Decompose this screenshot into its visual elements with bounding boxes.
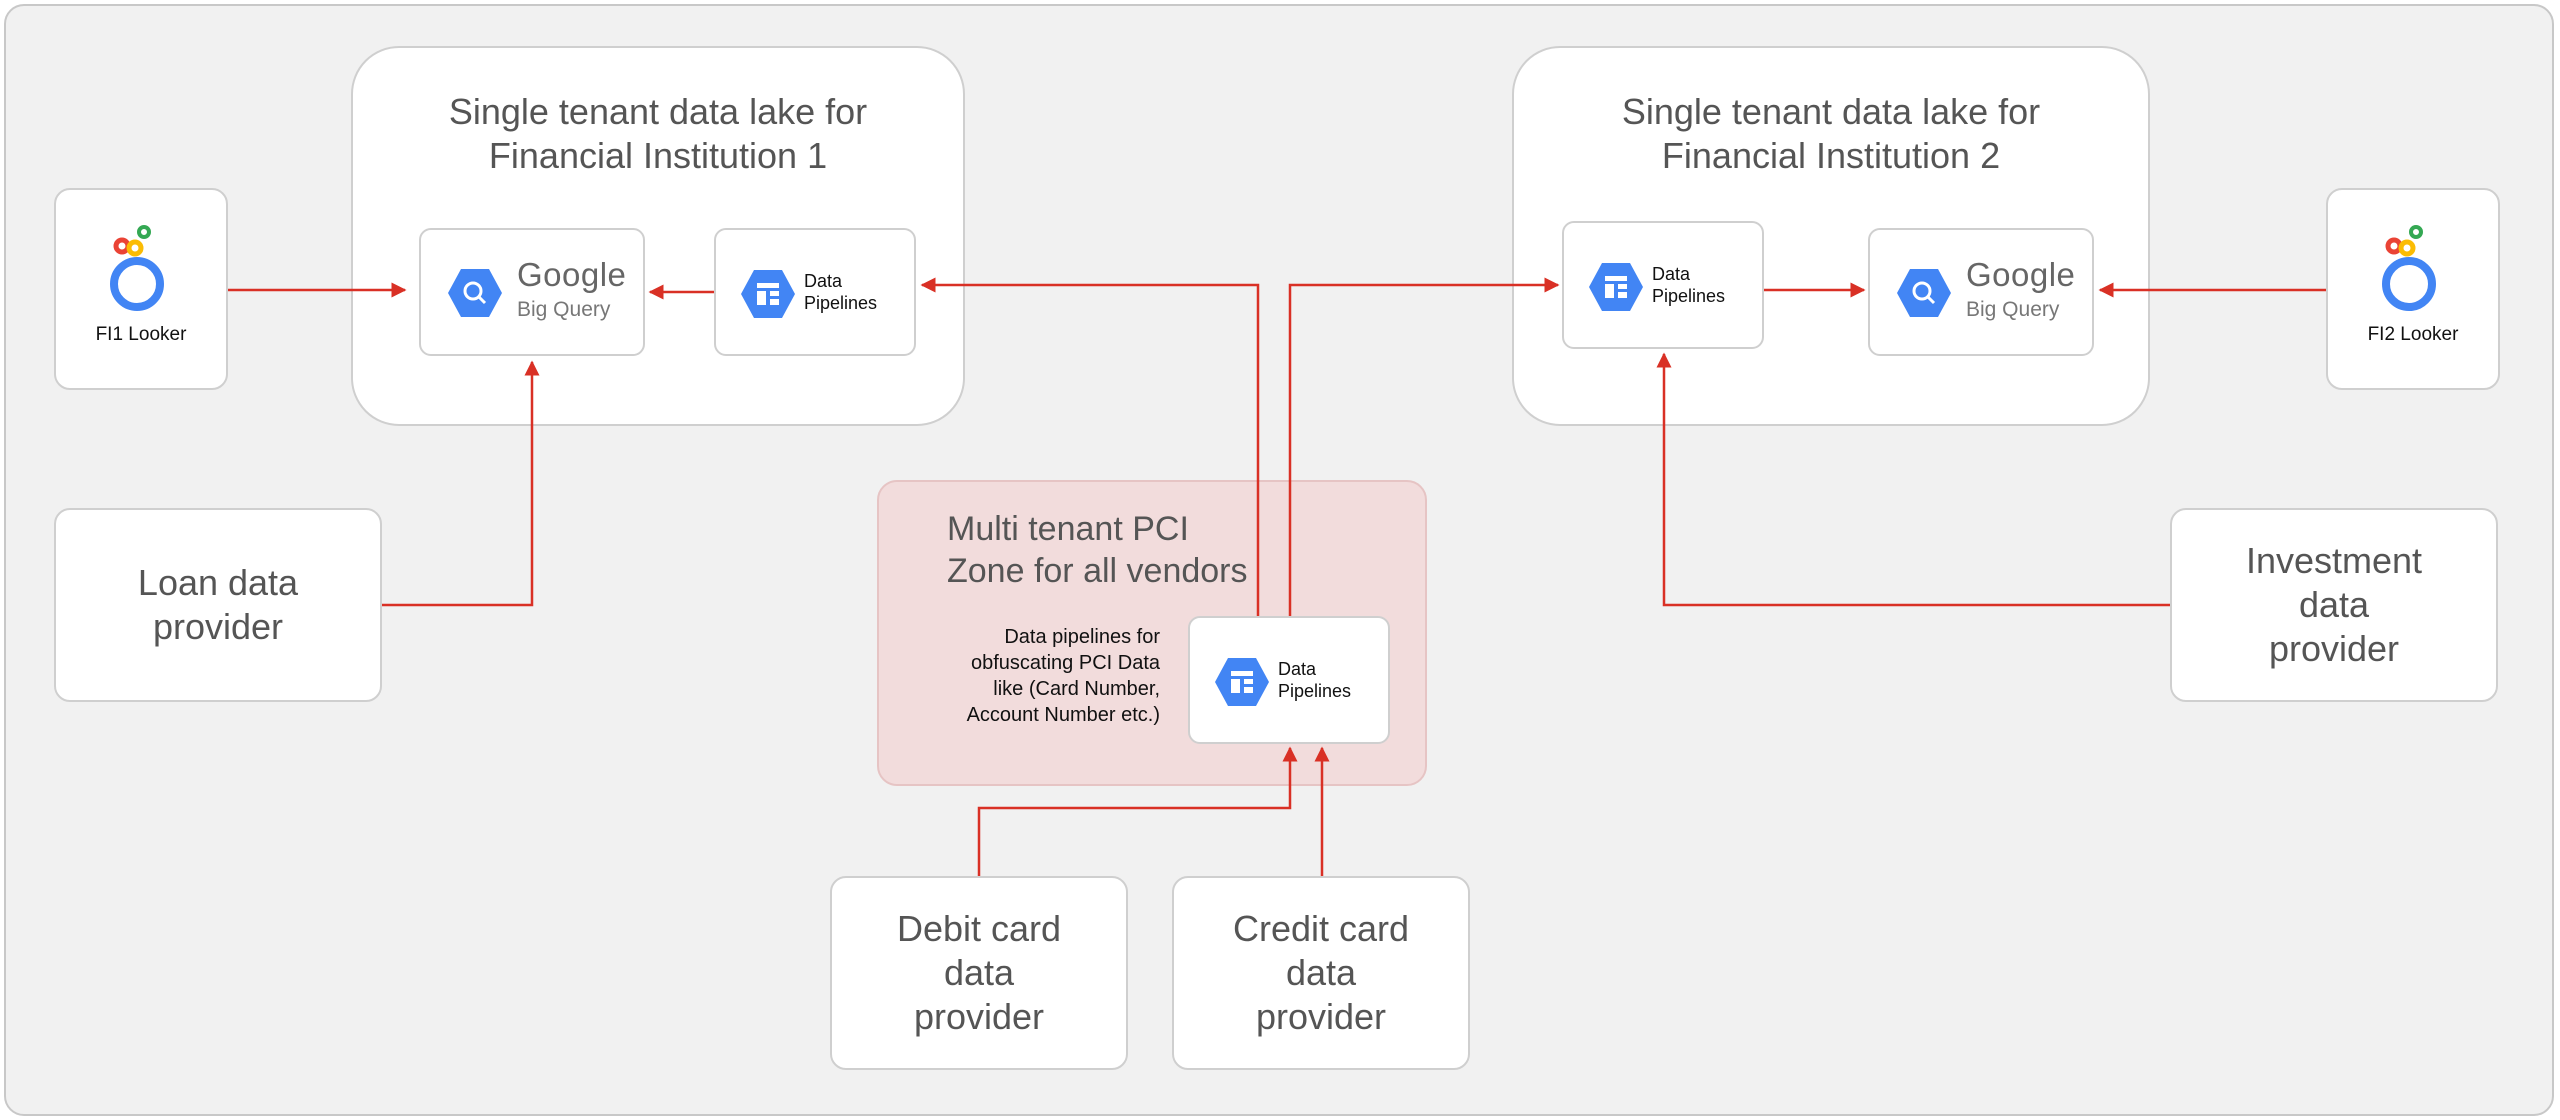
bigquery-node-fi2[interactable]: Google Big Query — [1868, 228, 2094, 356]
pipelines-line1: Data — [1278, 659, 1317, 679]
bigquery-google-text: Google — [517, 256, 627, 293]
data-pipelines-node-fi2[interactable]: Data Pipelines — [1562, 221, 1764, 349]
bigquery-node-fi1[interactable]: Google Big Query — [419, 228, 645, 356]
pipelines-line1: Data — [804, 271, 843, 291]
fi2-looker-node[interactable]: FI2 Looker — [2326, 188, 2500, 390]
debit-line1: Debit card — [896, 908, 1062, 949]
zone-title-line2: Zone for all vendors — [947, 552, 1248, 590]
credit-line3: provider — [1255, 996, 1387, 1037]
bigquery-product-text: Big Query — [1966, 298, 2060, 321]
credit-provider-node[interactable]: Credit card data provider — [1172, 876, 1470, 1070]
data-pipelines-node-pci[interactable]: Data Pipelines — [1188, 616, 1390, 744]
fi1-looker-node[interactable]: FI1 Looker — [54, 188, 228, 390]
credit-line2: data — [1285, 952, 1357, 993]
data-pipelines-icon — [1215, 658, 1269, 706]
investment-provider-node[interactable]: Investment data provider — [2170, 508, 2498, 702]
data-pipelines-node-fi1[interactable]: Data Pipelines — [714, 228, 916, 356]
loan-line1: Loan data — [137, 562, 299, 603]
pipelines-line2: Pipelines — [1278, 681, 1352, 701]
lake1-title-line1: Single tenant data lake for — [448, 91, 868, 132]
lake2-title-line2: Financial Institution 2 — [1661, 135, 2001, 176]
lake2-title-line1: Single tenant data lake for — [1621, 91, 2041, 132]
fi2-looker-label: FI2 Looker — [2367, 324, 2459, 345]
loan-line2: provider — [152, 606, 284, 647]
loan-provider-node[interactable]: Loan data provider — [54, 508, 382, 702]
debit-provider-node[interactable]: Debit card data provider — [830, 876, 1128, 1070]
investment-line1: Investment — [2245, 540, 2423, 581]
data-pipelines-icon — [1589, 263, 1643, 311]
note-line1: Data pipelines for — [1004, 626, 1160, 648]
bigquery-product-text: Big Query — [517, 298, 611, 321]
fi1-looker-label: FI1 Looker — [95, 324, 187, 345]
bigquery-icon — [1897, 269, 1951, 317]
zone-title-line1: Multi tenant PCI — [947, 510, 1189, 548]
investment-line2: data — [2298, 584, 2370, 625]
note-line2: obfuscating PCI Data — [971, 652, 1160, 674]
note-line3: like (Card Number, — [993, 678, 1160, 700]
note-line4: Account Number etc.) — [966, 704, 1160, 726]
looker-icon — [2382, 225, 2436, 311]
pipelines-line1: Data — [1652, 264, 1691, 284]
looker-icon — [110, 225, 164, 311]
debit-line2: data — [943, 952, 1015, 993]
bigquery-google-text: Google — [1966, 256, 2076, 293]
debit-line3: provider — [913, 996, 1045, 1037]
lake1-title-line2: Financial Institution 1 — [488, 135, 828, 176]
data-pipelines-icon — [741, 270, 795, 318]
bigquery-icon — [448, 269, 502, 317]
credit-line1: Credit card — [1232, 908, 1410, 949]
investment-line3: provider — [2268, 628, 2400, 669]
pci-note: Data pipelines for obfuscating PCI Data … — [900, 624, 1160, 728]
pipelines-line2: Pipelines — [804, 293, 878, 313]
pipelines-line2: Pipelines — [1652, 286, 1726, 306]
